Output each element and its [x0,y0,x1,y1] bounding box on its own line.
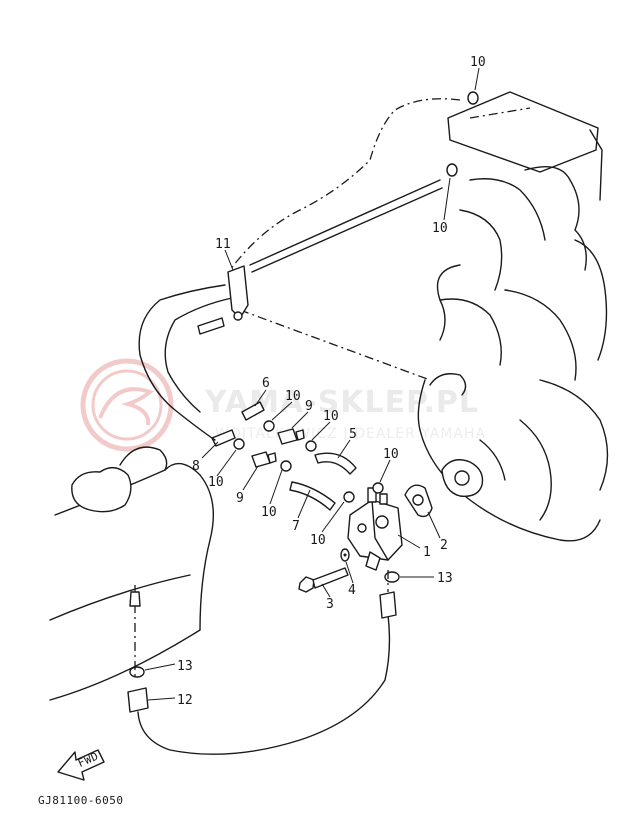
callout-13: 13 [177,659,193,674]
callout-6: 6 [262,376,270,391]
callout-3: 3 [326,597,334,612]
callout-10: 10 [285,389,301,404]
pump-body [347,487,403,571]
fittings [211,401,305,468]
callout-10: 10 [208,475,224,490]
bolt-washer [298,548,350,593]
callout-9: 9 [236,491,244,506]
callout-12: 12 [177,693,193,708]
flange-gasket [404,459,484,518]
callout-2: 2 [440,538,448,553]
callout-5: 5 [349,427,357,442]
callout-4: 4 [348,583,356,598]
callout-10: 10 [323,409,339,424]
callout-10: 10 [470,55,486,70]
callout-10: 10 [310,533,326,548]
watermark-logo-icon [80,358,174,452]
callout-13: 13 [437,571,453,586]
clamps [129,91,479,678]
engine-block [417,91,609,542]
lower-hose [127,570,397,755]
drawing-code: GJ81100-6050 [38,794,123,807]
callout-1: 1 [423,545,431,560]
callouts: 10 10 11 6 10 9 10 5 10 8 10 9 10 7 10 1… [177,55,486,708]
callout-10: 10 [432,221,448,236]
fwd-arrow-icon: FWD [57,749,105,781]
callout-10: 10 [383,447,399,462]
tank [49,446,215,701]
hoses [289,452,357,511]
upper-hose [138,98,461,441]
callout-8: 8 [192,459,200,474]
callout-10: 10 [261,505,277,520]
leader-lines [144,67,480,701]
callout-7: 7 [292,519,300,534]
callout-9: 9 [305,399,313,414]
callout-11: 11 [215,237,231,252]
